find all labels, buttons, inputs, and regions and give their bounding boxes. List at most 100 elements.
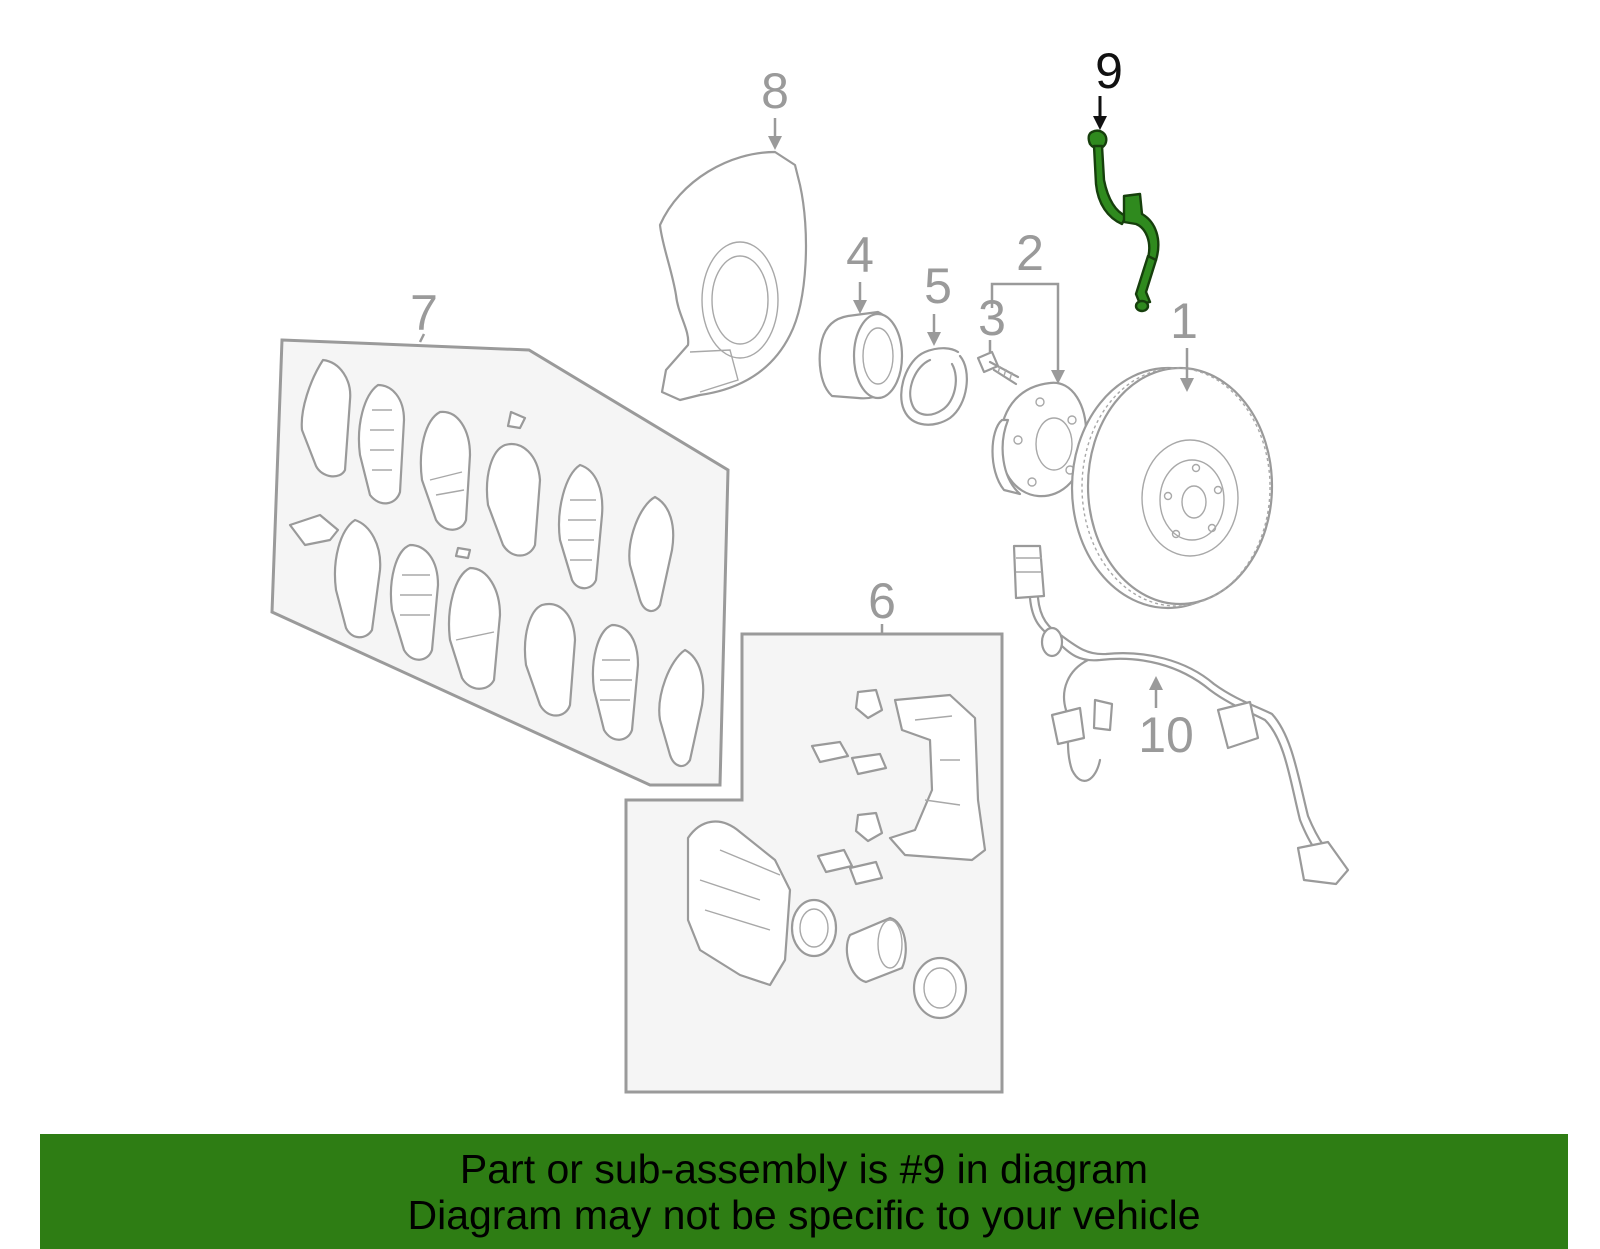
shield-bracket xyxy=(689,349,739,393)
pad-slot xyxy=(455,631,495,641)
wheel-bearing[interactable] xyxy=(818,310,904,400)
leader-arrow xyxy=(1051,370,1065,384)
rotor-stud-hole xyxy=(1213,485,1223,495)
stud-hole xyxy=(1013,435,1023,445)
callout-3[interactable]: 3 xyxy=(978,290,1006,352)
dust-boot xyxy=(912,956,968,1020)
brake-pad xyxy=(658,648,705,768)
leader-arrow xyxy=(1180,378,1194,392)
callout-label-10: 10 xyxy=(1138,707,1194,763)
pad-slot xyxy=(429,471,465,496)
grommet xyxy=(1040,626,1064,658)
anti-rattle-clip xyxy=(850,752,888,776)
hub-center xyxy=(1035,417,1073,471)
abs-sensor-harness[interactable] xyxy=(1012,544,1350,886)
leader-arrow xyxy=(927,332,941,346)
caliper-bracket xyxy=(888,693,987,862)
anti-rattle-clip xyxy=(816,848,854,874)
callout-9[interactable]: 9 xyxy=(1093,43,1123,130)
shim-clip xyxy=(454,546,472,560)
brake-pad xyxy=(357,383,406,505)
callout-8[interactable]: 8 xyxy=(761,63,789,150)
callout-1[interactable]: 1 xyxy=(1170,293,1198,392)
hub-flange-edge xyxy=(991,418,1022,496)
caliper-piston xyxy=(845,916,907,984)
sensor-wire-2 xyxy=(1036,596,1346,868)
rotor-bore xyxy=(1181,485,1207,519)
piston-seal xyxy=(790,898,838,958)
brake-pad xyxy=(485,442,542,557)
brake-rotor[interactable] xyxy=(1070,366,1274,610)
snap-ring[interactable] xyxy=(900,347,968,426)
wire-clip xyxy=(1050,706,1086,746)
pad-kit-group[interactable] xyxy=(270,338,730,787)
snap-ring-inner xyxy=(909,358,957,416)
piston-seal-inner xyxy=(799,908,829,948)
connector-lines xyxy=(1016,557,1042,573)
pad-friction-lines xyxy=(600,659,632,701)
pad-friction-lines xyxy=(568,499,596,561)
sensor-end xyxy=(1296,840,1350,886)
info-banner: Part or sub-assembly is #9 in diagram Di… xyxy=(40,1134,1568,1249)
bolt-threads xyxy=(997,365,1013,380)
shim-clip xyxy=(288,513,340,547)
hose-upper xyxy=(1092,144,1128,226)
caliper-kit-box xyxy=(624,632,1004,1094)
rotor-stud-hole xyxy=(1171,529,1181,539)
brake-pad xyxy=(300,358,352,478)
callout-label-1: 1 xyxy=(1170,293,1198,349)
rotor-face xyxy=(1086,366,1274,606)
hub-bolt[interactable] xyxy=(976,350,1020,386)
callout-5[interactable]: 5 xyxy=(924,258,952,346)
bracket-detail xyxy=(914,715,961,806)
guide-pin-boot xyxy=(854,811,884,843)
brake-pad xyxy=(389,543,440,661)
callout-10[interactable]: 10 xyxy=(1138,676,1194,763)
hose-lower xyxy=(1134,254,1158,306)
hose-bracket xyxy=(1122,192,1160,262)
callout-label-4: 4 xyxy=(846,227,874,283)
brake-pad xyxy=(558,463,604,590)
stud-hole xyxy=(1067,415,1077,425)
anti-rattle-clip xyxy=(810,740,850,764)
caliper-kit-group[interactable] xyxy=(624,632,1004,1094)
leader-arrow xyxy=(853,300,867,314)
callout-label-2: 2 xyxy=(1016,225,1044,281)
rotor-hat xyxy=(1141,439,1239,557)
shim-clip xyxy=(506,410,527,430)
shield-opening-inner xyxy=(711,255,769,345)
rotor-stud-hole xyxy=(1163,491,1173,501)
leader-line xyxy=(418,333,426,343)
callout-label-9: 9 xyxy=(1095,43,1123,99)
snap-ring-outer xyxy=(900,347,968,426)
leader-arrow xyxy=(1149,676,1163,690)
leader-arrow xyxy=(1093,116,1107,130)
splash-shield[interactable] xyxy=(658,150,808,402)
wire-clip xyxy=(1092,698,1114,732)
wheel-hub[interactable] xyxy=(991,381,1088,498)
caliper-detail xyxy=(699,849,781,931)
leader-line xyxy=(990,282,1060,378)
piston-face xyxy=(877,919,903,969)
bearing-face xyxy=(852,312,904,400)
bolt-shank xyxy=(988,360,1020,386)
rotor-stud-hole xyxy=(1207,523,1217,533)
callout-label-5: 5 xyxy=(924,258,952,314)
callout-label-6: 6 xyxy=(868,573,896,629)
leader-arrow xyxy=(768,136,782,150)
callout-7[interactable]: 7 xyxy=(410,285,438,343)
brake-hose-highlighted[interactable] xyxy=(1087,129,1160,313)
brake-pad xyxy=(448,566,502,690)
callout-2[interactable]: 2 xyxy=(990,225,1065,384)
brake-pad xyxy=(628,495,675,613)
caliper-body xyxy=(686,820,792,987)
pad-friction-lines xyxy=(400,574,432,616)
rotor-stud-hole xyxy=(1191,463,1201,473)
callout-6[interactable]: 6 xyxy=(868,573,896,634)
wire-clip xyxy=(1216,700,1260,750)
callout-4[interactable]: 4 xyxy=(846,227,874,314)
anti-rattle-clip xyxy=(848,860,884,886)
brake-pad xyxy=(333,518,382,639)
hub-flange xyxy=(998,381,1088,498)
